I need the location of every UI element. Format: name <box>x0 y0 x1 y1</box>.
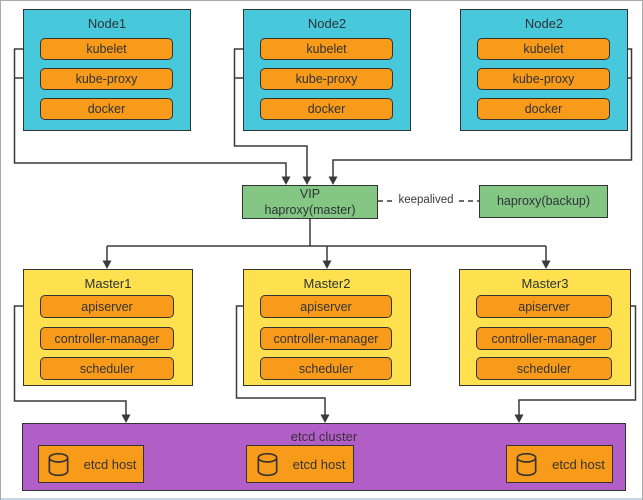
master-box-2: Master2 apiserver controller-manager sch… <box>243 269 411 386</box>
master-title: Master3 <box>521 276 569 291</box>
master-box-1: Master1 apiserver controller-manager sch… <box>23 269 193 386</box>
apiserver-component: apiserver <box>260 295 392 318</box>
kube-proxy-component: kube-proxy <box>477 68 610 90</box>
etcd-host-label: etcd host <box>83 456 137 472</box>
apiserver-component: apiserver <box>40 295 174 318</box>
node-box-1: Node1 kubelet kube-proxy docker <box>23 9 191 131</box>
controller-manager-component: controller-manager <box>40 327 174 350</box>
database-icon <box>516 452 537 476</box>
bottom-divider <box>1 498 642 500</box>
node-box-2: Node2 kubelet kube-proxy docker <box>243 9 411 131</box>
kubelet-component: kubelet <box>477 38 610 60</box>
keepalived-label: keepalived <box>394 194 458 206</box>
haproxy-master-label: haproxy(master) <box>264 203 356 217</box>
node-title: Node2 <box>524 16 564 31</box>
scheduler-component: scheduler <box>260 357 392 380</box>
master-box-3: Master3 apiserver controller-manager sch… <box>459 269 631 386</box>
etcd-cluster-title: etcd cluster <box>290 429 358 444</box>
haproxy-backup-label: haproxy(backup) <box>496 194 591 209</box>
docker-component: docker <box>477 98 610 120</box>
kube-proxy-component: kube-proxy <box>40 68 173 90</box>
vip-label: VIP <box>299 186 321 201</box>
docker-component: docker <box>40 98 173 120</box>
etcd-host-3: etcd host <box>506 445 613 483</box>
haproxy-backup-box: haproxy(backup) <box>479 185 608 218</box>
etcd-host-2: etcd host <box>246 445 354 483</box>
database-icon <box>257 452 278 476</box>
etcd-host-1: etcd host <box>38 445 144 483</box>
node-title: Node1 <box>87 16 127 31</box>
node-title: Node2 <box>307 16 347 31</box>
apiserver-component: apiserver <box>476 295 612 318</box>
vip-haproxy-master-box: VIP haproxy(master) <box>242 185 378 219</box>
master-title: Master1 <box>84 276 132 291</box>
controller-manager-component: controller-manager <box>476 327 612 350</box>
kube-proxy-component: kube-proxy <box>260 68 393 90</box>
kubelet-component: kubelet <box>260 38 393 60</box>
etcd-host-label: etcd host <box>292 456 346 472</box>
scheduler-component: scheduler <box>40 357 174 380</box>
scheduler-component: scheduler <box>476 357 612 380</box>
etcd-host-label: etcd host <box>552 456 605 472</box>
master-title: Master2 <box>303 276 351 291</box>
kubelet-component: kubelet <box>40 38 173 60</box>
database-icon <box>48 452 69 476</box>
node-box-3: Node2 kubelet kube-proxy docker <box>460 9 628 131</box>
controller-manager-component: controller-manager <box>260 327 392 350</box>
docker-component: docker <box>260 98 393 120</box>
